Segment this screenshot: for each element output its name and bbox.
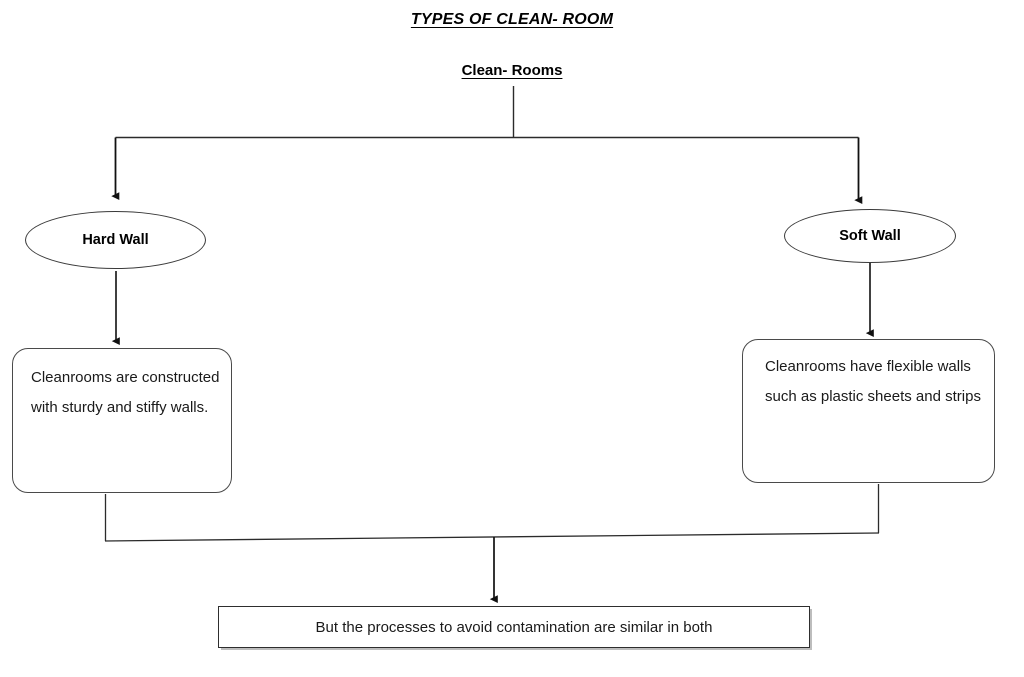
- root-node-label: Clean- Rooms: [461, 62, 563, 79]
- node-hard-wall-label: Hard Wall: [82, 232, 149, 248]
- node-soft-wall-label: Soft Wall: [839, 228, 901, 244]
- node-summary[interactable]: But the processes to avoid contamination…: [218, 606, 810, 648]
- node-hard-wall-description[interactable]: Cleanrooms are constructed with sturdy a…: [12, 348, 232, 493]
- node-hard-wall-description-text: Cleanrooms are constructed with sturdy a…: [31, 369, 220, 416]
- node-summary-text: But the processes to avoid contamination…: [315, 618, 713, 636]
- node-soft-wall-description[interactable]: Cleanrooms have flexible walls such as p…: [742, 339, 995, 483]
- node-hard-wall[interactable]: Hard Wall: [25, 211, 206, 269]
- node-soft-wall-description-text: Cleanrooms have flexible walls such as p…: [765, 358, 981, 405]
- connector-merge-rail: [104, 532, 880, 542]
- node-soft-wall[interactable]: Soft Wall: [784, 209, 956, 263]
- page-title: TYPES OF CLEAN- ROOM: [410, 11, 614, 28]
